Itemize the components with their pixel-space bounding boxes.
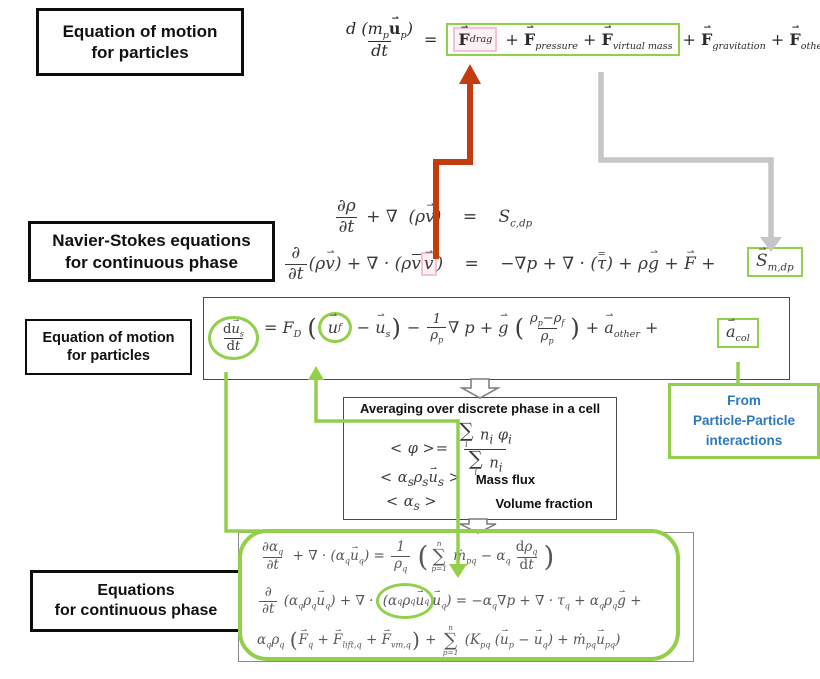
equation-body: < φ >= ∑i ni φi∑i ni — [390, 419, 512, 477]
mass-flux-label: Mass flux — [475, 471, 536, 487]
coupled-forces-highlight-box: Fdrag + Fpressure + Fvirtual mass — [446, 22, 680, 56]
label-line: Particle-Particle — [692, 412, 796, 428]
label-line: for particles — [91, 43, 189, 62]
particle-acceleration-equation: dusdt = FD (uf − us) − 1ρp∇ p + g (ρp−ρf… — [208, 311, 658, 361]
source-term-highlight-box: Sm,dp — [747, 247, 803, 278]
label-line: From — [727, 392, 761, 408]
ns-continuity-equation: ∂ρ∂t + ∇ (ρv) = Sc,dp — [332, 196, 532, 237]
continuous-momentum-equation: ∂∂t (αqρquq) + ∇ · (αqρququq) = −αq∇p + … — [257, 582, 642, 619]
mass-flux-average: < αsρsus > Mass flux — [380, 470, 535, 489]
averaging-box: Averaging over discrete phase in a cell … — [343, 397, 617, 520]
label-line: interactions — [705, 433, 783, 449]
remaining-force-terms: + Fgravitation + Fother — [683, 30, 820, 52]
equation-body: < αsρsus > — [380, 470, 462, 489]
particle-eom-equation-box — [203, 297, 790, 380]
phase-average-definition: < φ >= ∑i ni φi∑i ni — [390, 419, 517, 477]
equation-body: αqρq (Fq + Flift,q + Fvm,q) + n∑p=1 (Kpq… — [257, 624, 620, 657]
equation-lhs: d (mpup)dt= — [341, 19, 443, 60]
label-equations-continuous: Equations for continuous phase — [30, 570, 242, 632]
equation-body: ∂αq∂t + ∇ · (αquq) = 1ρq (n∑p=1 ṁpq − αq… — [257, 539, 555, 573]
source-term: Sm,dp — [756, 251, 794, 273]
ns-momentum-equation: ∂∂t(ρv) + ∇ · (ρvv) = −∇p + ∇ · (τ) + ρg… — [283, 243, 715, 284]
dudt-to-continuous-connector — [224, 372, 268, 533]
from-particle-interactions-box: From Particle-Particle interactions — [668, 383, 820, 459]
label-line: Equation of motion — [62, 21, 218, 41]
down-flow-arrow-1 — [459, 378, 501, 399]
collision-term-body: acol — [726, 322, 750, 344]
label-eom-particles-top: Equation of motion for particles — [36, 8, 244, 76]
equation-body: < αs > — [386, 494, 438, 513]
equation-body: ∂∂t (αqρquq) + ∇ · (αqρququq) = −αq∇p + … — [257, 582, 642, 619]
particle-momentum-equation: d (mpup)dt= Fdrag + Fpressure + Fvirtual … — [341, 19, 820, 61]
volume-fraction-average: < αs > Volume fraction — [386, 494, 593, 513]
source-coupling-arrow-line — [598, 72, 774, 240]
continuous-continuity-equation: ∂αq∂t + ∇ · (αquq) = 1ρq (n∑p=1 ṁpq − αq… — [257, 539, 555, 574]
label-eom-particles-mid: Equation of motion for particles — [25, 319, 192, 375]
continuous-momentum-forces-line: αqρq (Fq + Flift,q + Fvm,q) + n∑p=1 (Kpq… — [257, 624, 620, 657]
equation-body: dusdt = FD (uf − us) − 1ρp∇ p + g (ρp−ρf… — [208, 311, 658, 361]
coupled-forces-terms: Fdrag + Fpressure + Fvirtual mass — [453, 26, 673, 52]
label-line: Equations — [97, 582, 175, 599]
label-line: Equation of motion — [42, 329, 175, 346]
averaging-title: Averaging over discrete phase in a cell — [359, 401, 601, 416]
equation-body: ∂ρ∂t + ∇ (ρv) = Sc,dp — [332, 196, 532, 236]
drag-coupling-arrow-head — [459, 64, 481, 84]
label-line: for continuous phase — [65, 252, 238, 272]
collision-term: acol — [717, 318, 759, 349]
label-line: Navier-Stokes equations — [52, 231, 251, 251]
label-line: for particles — [67, 348, 150, 364]
collision-term-highlight-box: acol — [717, 318, 759, 349]
equation-body: ∂∂t(ρv) + ∇ · (ρvv) = −∇p + ∇ · (τ) + ρg… — [283, 243, 715, 283]
down-flow-arrow-2 — [459, 518, 497, 534]
label-line: for continuous phase — [54, 602, 218, 619]
volume-fraction-label: Volume fraction — [495, 495, 593, 511]
label-navier-stokes: Navier-Stokes equations for continuous p… — [28, 221, 275, 282]
ns-source-term: Sm,dp — [747, 247, 803, 278]
